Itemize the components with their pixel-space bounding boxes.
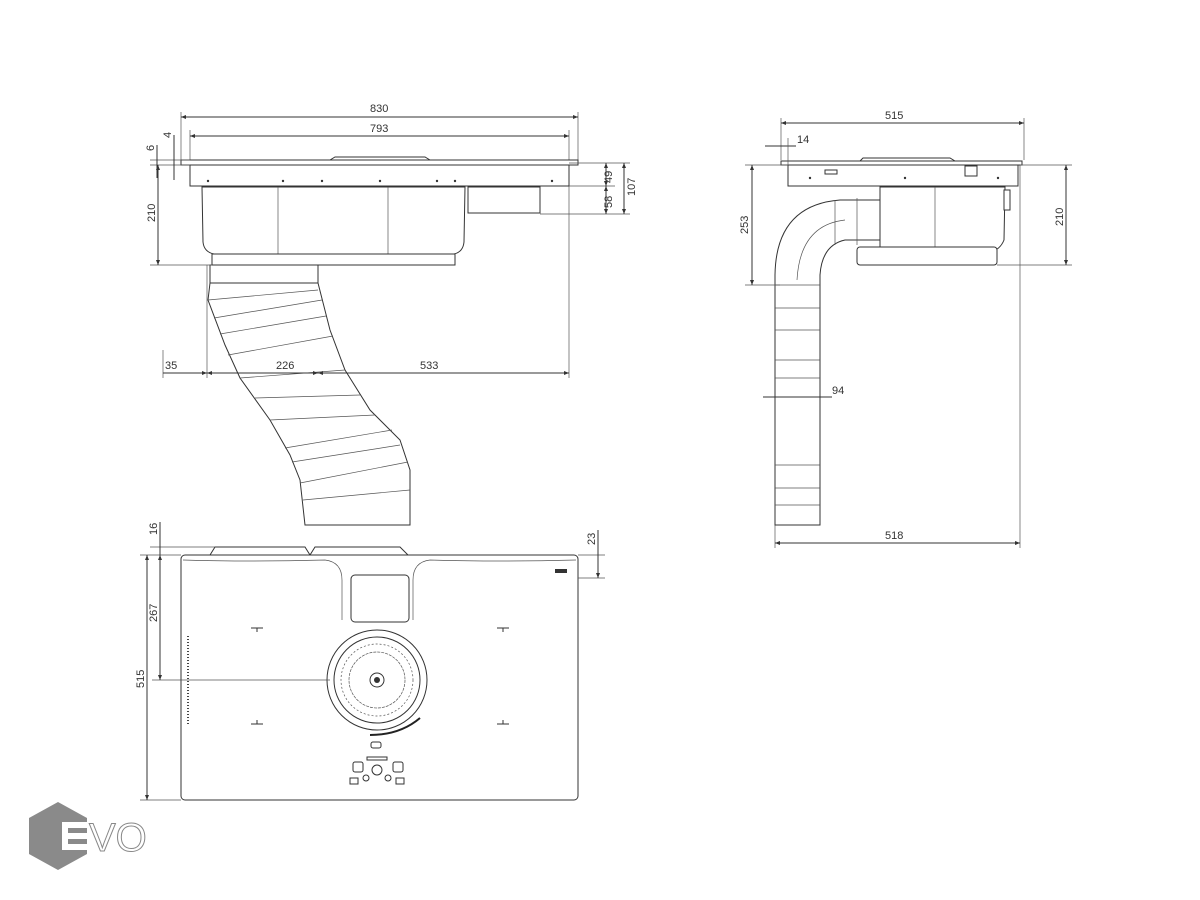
dim-total-depth: 210 — [146, 204, 158, 222]
dim-side-total: 107 — [626, 178, 638, 196]
dim-overall-depth-plan: 515 — [135, 670, 147, 688]
logo-text: VO — [89, 816, 147, 860]
front-dimensions: 830 793 6 4 210 49 58 107 35 226 — [145, 103, 638, 375]
dim-glass-thickness: 6 — [145, 145, 157, 151]
dim-left-offset: 35 — [165, 360, 177, 372]
dim-vent-height: 16 — [148, 523, 160, 535]
dim-edge-offset: 23 — [586, 533, 598, 545]
dim-overall-depth: 515 — [885, 110, 903, 122]
dim-overall-width: 830 — [370, 103, 388, 115]
plan-view: 16 267 515 23 — [135, 522, 605, 801]
dim-center-offset: 267 — [148, 604, 160, 622]
dim-right-offset: 533 — [420, 360, 438, 372]
side-dimensions: 515 14 253 210 94 518 — [739, 110, 1072, 545]
dim-frame-offset: 4 — [162, 132, 174, 138]
side-view: 515 14 253 210 94 518 — [739, 110, 1072, 548]
dim-duct-position: 518 — [885, 530, 903, 542]
dim-front-offset: 14 — [797, 134, 809, 146]
dim-box-height: 58 — [603, 196, 615, 208]
dim-duct-width: 226 — [276, 360, 294, 372]
front-view: 830 793 6 4 210 49 58 107 35 226 — [145, 103, 638, 526]
dim-duct-depth: 253 — [739, 216, 751, 234]
dim-total-depth-side: 210 — [1054, 208, 1066, 226]
plan-dimensions: 16 267 515 23 — [135, 522, 605, 801]
dim-cutout-width: 793 — [370, 123, 388, 135]
evo-logo: VO — [29, 802, 147, 870]
dim-duct-thickness: 94 — [832, 385, 844, 397]
hexagon-logo-icon — [29, 802, 87, 870]
dim-frame-height: 49 — [603, 171, 615, 183]
